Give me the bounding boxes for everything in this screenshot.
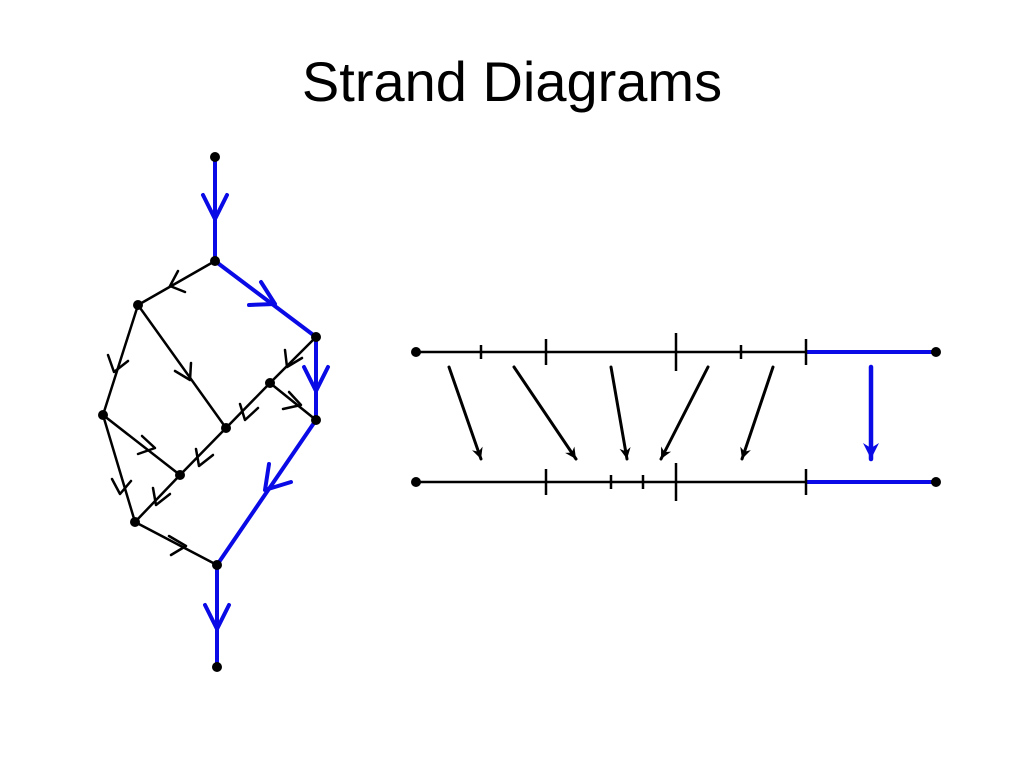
strand-arrowhead: [281, 390, 303, 411]
strand-black-arrowheads: [106, 269, 304, 557]
vertex: [210, 152, 220, 162]
strand-arrowhead: [194, 447, 215, 468]
endpoint: [931, 347, 941, 357]
strand-arrowhead: [167, 534, 188, 557]
strand-arrowhead: [203, 603, 231, 631]
top-interval: [411, 333, 941, 371]
strand-edge-v3b-v9: [215, 418, 318, 567]
strand-blue-arrowheads: [201, 193, 330, 631]
strand-arrowhead: [263, 462, 293, 492]
vertex: [133, 300, 143, 310]
vertex: [212, 662, 222, 672]
strand-edge-v3-v5: [268, 335, 318, 385]
strand-edge-v5-v6: [224, 381, 272, 430]
endpoint: [931, 477, 941, 487]
vertex: [130, 517, 140, 527]
strand-edge-v1-v3: [213, 259, 318, 339]
map-arrow: [512, 365, 578, 461]
slide-title: Strand Diagrams: [301, 50, 723, 113]
strand-diagram: [98, 152, 330, 672]
strand-edge-v5-v3b: [268, 381, 318, 422]
map-arrow: [740, 365, 775, 461]
strand-edge-v2-v4: [101, 303, 140, 417]
bottom-interval: [411, 463, 941, 501]
strand-edge-v7-v8: [133, 473, 182, 524]
strand-arrowhead: [168, 269, 187, 294]
vertex: [175, 470, 185, 480]
map-arrow: [659, 365, 710, 461]
strand-edge-v4-v7: [101, 413, 182, 477]
strand-edge-v8-v9: [133, 520, 219, 567]
strand-arrowhead: [106, 353, 130, 374]
map-arrow: [447, 365, 483, 461]
strand-edge-v1-v2: [136, 259, 217, 307]
interval-diagram: [411, 333, 941, 501]
strand-arrowhead: [302, 365, 330, 393]
strand-arrowhead: [247, 280, 277, 307]
map-arrow: [609, 365, 631, 461]
vertex: [210, 256, 220, 266]
vertex: [212, 560, 222, 570]
strand-arrowhead: [238, 402, 260, 422]
strand-arrowhead: [110, 477, 133, 496]
vertex: [311, 332, 321, 342]
strand-arrowhead: [136, 434, 157, 456]
strand-arrowhead: [151, 486, 172, 507]
strand-arrowhead: [283, 348, 304, 369]
endpoint: [411, 347, 421, 357]
vertex: [311, 415, 321, 425]
strand-vertices: [98, 152, 321, 672]
vertex: [265, 378, 275, 388]
endpoint: [411, 477, 421, 487]
strand-arrowhead: [173, 361, 193, 382]
strand-edge-v6-v7: [178, 426, 228, 477]
vertex: [221, 423, 231, 433]
strand-edge-v4-v8: [101, 413, 137, 524]
strand-black-edges: [101, 259, 318, 567]
strand-edge-v2-v6: [136, 303, 228, 430]
vertex: [98, 410, 108, 420]
strand-blue-edges: [213, 155, 318, 669]
interval-map-arrows: [447, 364, 879, 462]
strand-arrowhead: [201, 193, 229, 221]
